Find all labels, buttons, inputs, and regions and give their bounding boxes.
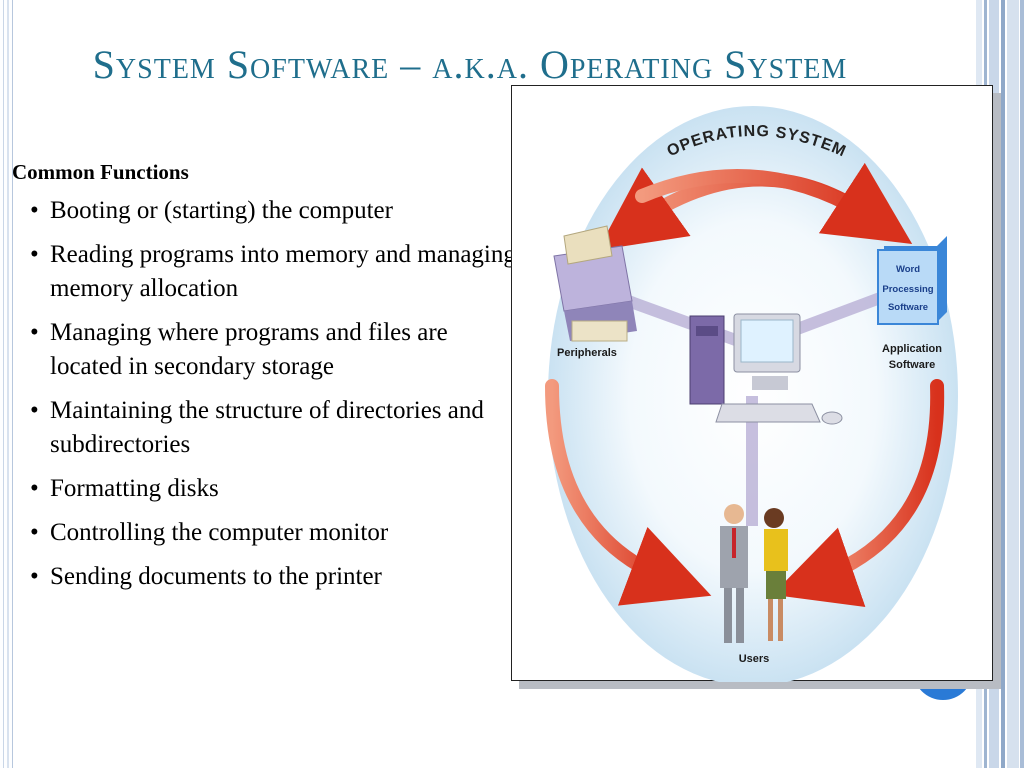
wp-line-2: Processing (882, 284, 933, 295)
wp-line-1: Word (896, 264, 920, 275)
functions-list: Booting or (starting) the computer Readi… (28, 194, 518, 604)
list-item: Controlling the computer monitor (28, 516, 518, 550)
cycle-arrows (545, 162, 945, 607)
application-label-line-2: Software (889, 359, 935, 371)
list-item: Booting or (starting) the computer (28, 194, 518, 228)
list-item: Maintaining the structure of directories… (28, 394, 518, 462)
arrow-peripherals-to-users (545, 379, 712, 606)
users-label: Users (739, 653, 770, 665)
printer-icon (553, 225, 637, 342)
wp-line-3: Software (888, 302, 928, 313)
os-ellipse (548, 106, 958, 682)
users-icon (720, 504, 788, 643)
slide-title: System Software – a.k.a. Operating Syste… (92, 42, 848, 87)
arrow-application-to-users (772, 379, 945, 607)
os-diagram-svg: OPERATING SYSTEM Peripherals Wor (545, 106, 958, 682)
peripherals-label: Peripherals (557, 347, 617, 359)
computer-icon (689, 313, 843, 425)
common-functions-heading: Common Functions (12, 160, 189, 184)
list-item: Managing where programs and files are lo… (28, 316, 518, 384)
application-label-line-1: Application (882, 343, 942, 355)
list-item: Formatting disks (28, 472, 518, 506)
arrow-peripherals-to-application (635, 162, 913, 244)
list-item: Reading programs into memory and managin… (28, 238, 518, 306)
list-item: Sending documents to the printer (28, 560, 518, 594)
software-box-icon (877, 236, 947, 325)
operating-system-diagram: OPERATING SYSTEM Peripherals Wor (511, 85, 993, 682)
left-edge-decoration (0, 0, 13, 768)
